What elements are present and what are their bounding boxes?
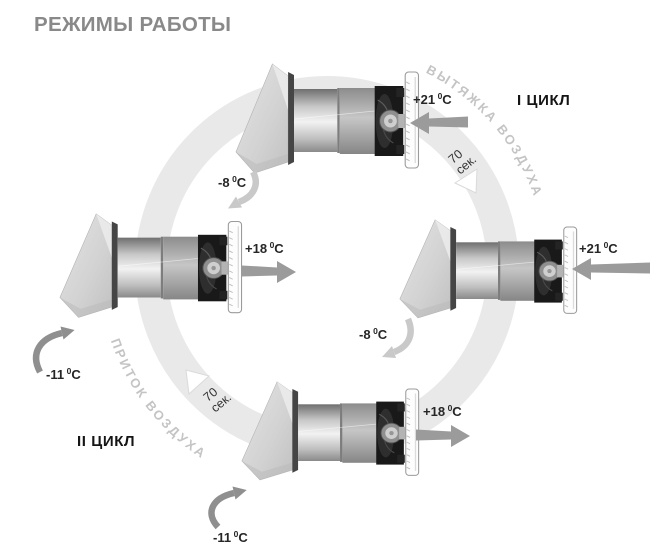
room-air-arrow-right (572, 258, 650, 280)
cycle-1-label: I ЦИКЛ (517, 92, 570, 109)
ring-arrowhead-bottom-left (185, 369, 211, 396)
room-air-arrow-bottom (416, 425, 470, 447)
cycle-2-label: II ЦИКЛ (77, 433, 135, 450)
ventilation-unit-bottom (241, 381, 420, 481)
page-title: РЕЖИМЫ РАБОТЫ (34, 13, 231, 36)
outside-air-arrow-top (228, 170, 259, 209)
outside-air-arrow-right (382, 317, 414, 358)
ring-arrowhead-top-right (453, 168, 478, 194)
room-air-arrow-left (242, 261, 296, 283)
outside-air-arrow-bottom (208, 486, 247, 530)
outside-air-arrow-left (32, 326, 75, 374)
room-air-arrow-top (410, 112, 468, 134)
